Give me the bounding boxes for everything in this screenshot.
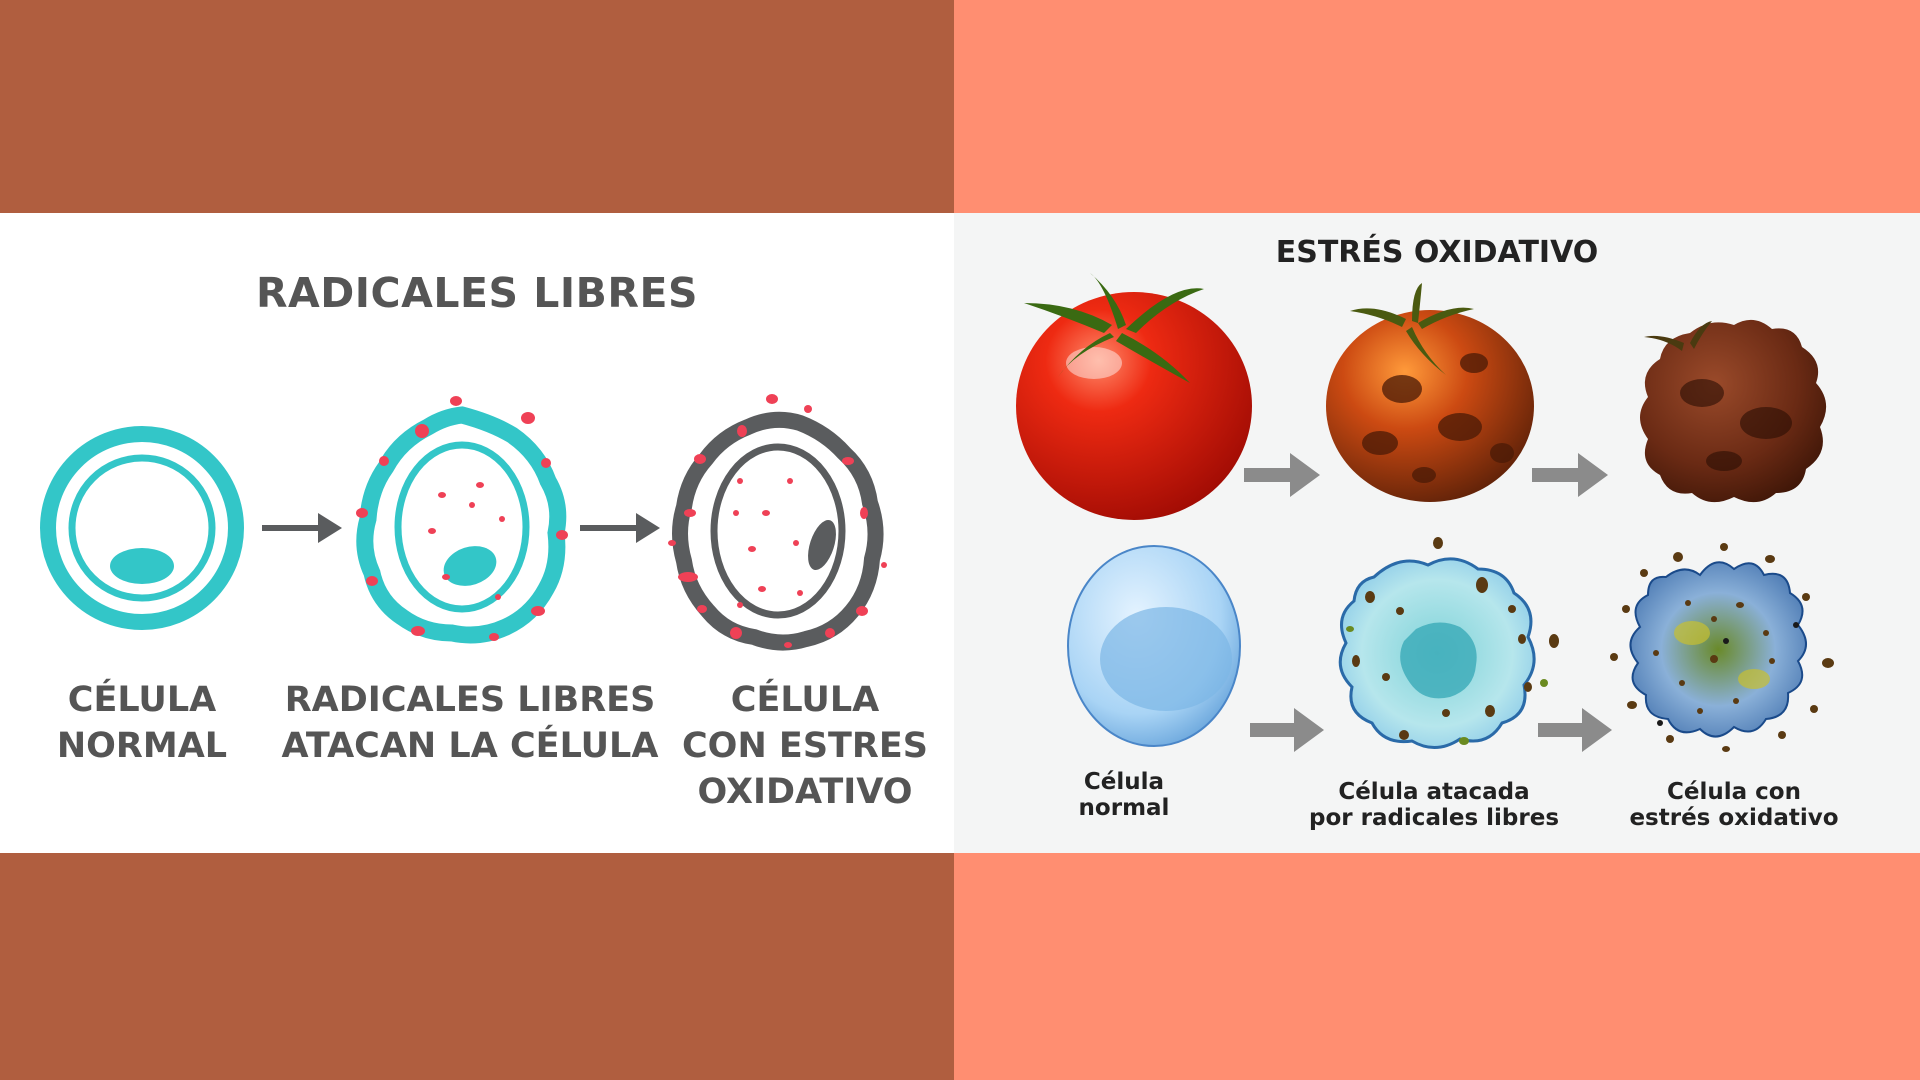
oxidized-cell-icon (1610, 543, 1834, 752)
stage-caption-oxidized: CÉLULA CON ESTRES OXIDATIVO (682, 680, 928, 812)
stage-caption-attacked: RADICALES LIBRES ATACAN LA CÉLULA (281, 680, 659, 766)
estres-oxidativo-panel: ESTRÉS OXIDATIVO (954, 213, 1920, 853)
arrow-right-icon (1250, 708, 1324, 752)
attacked-cell-icon (1338, 537, 1559, 749)
panel-title: RADICALES LIBRES (255, 269, 699, 317)
rotten-tomato-icon (1640, 319, 1827, 503)
arrow-right-icon (1532, 453, 1608, 497)
fresh-tomato-icon (1016, 273, 1252, 520)
panel-title: ESTRÉS OXIDATIVO (1275, 235, 1599, 270)
normal-cell-icon (1067, 545, 1241, 747)
stage-caption-attacked: Célula atacada por radicales libres (1308, 779, 1560, 831)
oxidized-cell-icon (668, 394, 887, 651)
stage-caption-normal: Célula normal (1078, 769, 1170, 821)
arrow-right-icon (1244, 453, 1320, 497)
stage-caption-oxidized: Célula con estrés oxidativo (1629, 779, 1839, 831)
arrow-right-icon (1538, 708, 1612, 752)
arrow-right-icon (580, 513, 660, 543)
estres-oxidativo-diagram (1016, 273, 1834, 752)
radicales-libres-panel: RADICALES LIBRES (0, 213, 954, 853)
normal-cell-icon (40, 426, 244, 630)
stage-caption-normal: CÉLULA NORMAL (56, 680, 228, 766)
attacked-cell-icon (356, 396, 568, 644)
arrow-right-icon (262, 513, 342, 543)
radicales-libres-diagram (40, 394, 887, 651)
spotted-tomato-icon (1326, 283, 1534, 502)
